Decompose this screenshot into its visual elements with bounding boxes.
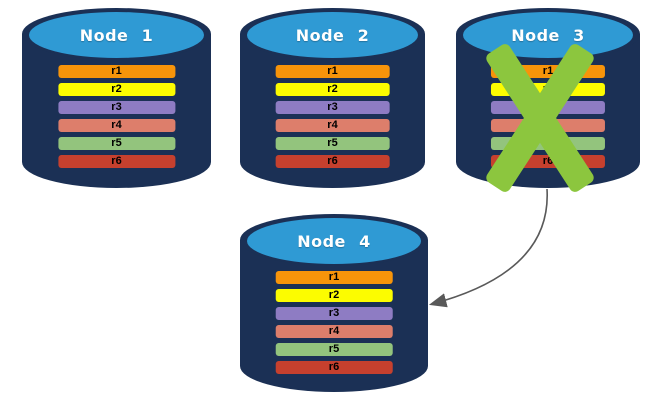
node-4-row-r5: r5 [275, 343, 393, 356]
row-label: r5 [328, 343, 340, 355]
db-node-2: Node 2 r1 r2 r3 r4 r5 r6 [240, 8, 425, 188]
node-2-row-r6: r6 [275, 155, 390, 168]
row-label: r5 [327, 137, 338, 149]
row-label: r6 [328, 361, 340, 373]
node-1-row-r5: r5 [57, 137, 176, 150]
node-title: Node 3 [511, 25, 585, 45]
node-4-row-r4: r4 [275, 325, 393, 338]
row-label: r3 [328, 307, 340, 319]
row-list: r1 r2 r3 r4 r5 r6 [275, 65, 390, 168]
row-label: r6 [327, 155, 338, 167]
row-label: r1 [328, 271, 340, 283]
node-2-row-r3: r3 [275, 101, 390, 114]
node-4-row-r1: r1 [275, 271, 393, 284]
node-title: Node 4 [297, 231, 371, 251]
node-1-row-r3: r3 [57, 101, 176, 114]
row-label: r2 [327, 83, 338, 95]
row-label: r2 [328, 289, 340, 301]
node-4-row-r3: r3 [275, 307, 393, 320]
node-1-row-r2: r2 [57, 83, 176, 96]
row-label: r3 [327, 101, 338, 113]
cylinder-top: Node 3 [463, 12, 633, 58]
row-list: r1 r2 r3 r4 r5 r6 [275, 271, 393, 374]
node-1-row-r4: r4 [57, 119, 176, 132]
row-label: r1 [111, 65, 122, 77]
node-title: Node 2 [295, 25, 370, 45]
db-node-1: Node 1 r1 r2 r3 r4 r5 r6 [22, 8, 211, 188]
row-label: r6 [111, 155, 122, 167]
row-label: r3 [111, 101, 122, 113]
node-title: Node 1 [79, 25, 154, 45]
node-2-row-r4: r4 [275, 119, 390, 132]
row-label: r6 [542, 155, 554, 167]
cylinder-top: Node 2 [247, 12, 418, 58]
arrow-curve [428, 188, 548, 308]
node-4-row-r2: r2 [275, 289, 393, 302]
row-list: r1 r2 r3 r4 r5 r6 [57, 65, 176, 168]
row-label: r4 [111, 119, 122, 131]
cylinder-top: Node 1 [29, 12, 204, 58]
row-label: r4 [328, 325, 340, 337]
failure-cross-icon [484, 41, 596, 195]
node-2-row-r5: r5 [275, 137, 390, 150]
node-1-row-r1: r1 [57, 65, 176, 78]
node-4-row-r6: r6 [275, 361, 393, 374]
node-2-row-r1: r1 [275, 65, 390, 78]
row-label: r1 [542, 65, 554, 77]
row-label: r4 [327, 119, 338, 131]
row-label: r5 [111, 137, 122, 149]
node-2-row-r2: r2 [275, 83, 390, 96]
cylinder-top: Node 4 [247, 218, 421, 264]
row-label: r1 [327, 65, 338, 77]
row-label: r2 [111, 83, 122, 95]
node-1-row-r6: r6 [57, 155, 176, 168]
db-node-4: Node 4 r1 r2 r3 r4 r5 r6 [240, 214, 428, 392]
